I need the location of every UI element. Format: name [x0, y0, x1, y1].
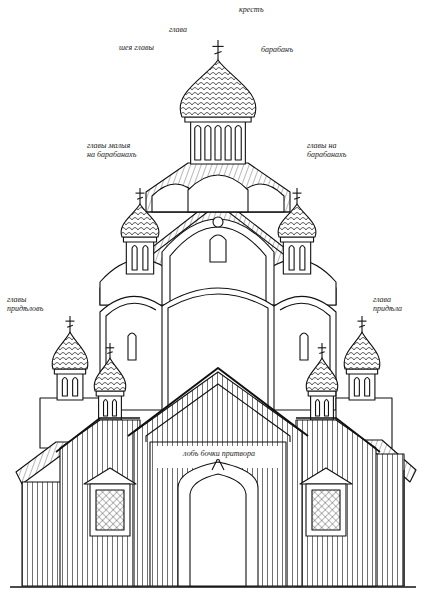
cross — [296, 188, 297, 204]
onion-dome — [306, 358, 338, 391]
drum-base-tier — [146, 163, 290, 212]
onion-dome — [344, 332, 380, 369]
cross-bar — [212, 46, 223, 47]
onion-dome — [94, 358, 126, 391]
dome-drum — [57, 372, 83, 400]
annotation: шея главы — [118, 44, 172, 53]
cross-bar — [137, 197, 143, 199]
dome-ring — [54, 369, 85, 374]
annotation: барабанъ — [260, 46, 310, 55]
cross-bar — [358, 321, 367, 322]
annotation: крестъ — [238, 6, 286, 15]
drum-window — [112, 400, 116, 417]
onion-dome — [278, 204, 316, 237]
cross — [69, 316, 70, 332]
drum-window — [235, 126, 241, 161]
cross — [139, 188, 140, 204]
cross-bar — [293, 193, 302, 194]
annotation: главы придѣловъ — [6, 296, 62, 314]
cross — [217, 40, 218, 60]
cross-bar — [136, 193, 145, 194]
drum-window — [132, 246, 137, 271]
drum-window — [215, 126, 221, 161]
cross-bar — [106, 347, 114, 348]
dome-ring — [280, 237, 313, 242]
main-dome — [180, 40, 256, 164]
drum-window — [205, 126, 211, 161]
drum-window — [365, 378, 370, 397]
drum-window — [143, 246, 148, 271]
onion-dome — [52, 332, 88, 369]
onion-dome — [121, 204, 159, 237]
cross-bar — [107, 352, 112, 354]
drum-window — [324, 400, 328, 417]
cross-bar — [214, 52, 221, 54]
dome-ring — [123, 237, 156, 242]
onion-dome — [180, 60, 256, 117]
dome-drum — [99, 394, 122, 420]
dome-drum — [349, 372, 375, 400]
cross-bar — [66, 321, 75, 322]
dome-ring — [96, 391, 124, 396]
annotation: главы на барабанахъ — [306, 142, 360, 160]
annotation: глава придѣла — [372, 296, 422, 314]
drum-window — [104, 400, 108, 417]
drum-window — [225, 126, 231, 161]
ground-line — [10, 586, 416, 587]
dome-drum — [191, 120, 246, 164]
dome-ring — [185, 117, 251, 122]
narthex — [128, 368, 308, 586]
cross-bar — [67, 325, 73, 327]
small-domes — [121, 188, 316, 274]
dome-drum — [126, 240, 153, 274]
drum-window — [195, 126, 201, 161]
windows — [84, 468, 352, 536]
annotation: лобъ бочки притвора — [160, 450, 278, 459]
dome-drum — [283, 240, 310, 274]
cross — [321, 343, 322, 358]
drum-window — [354, 378, 359, 397]
drum-window — [300, 246, 305, 271]
annotation: глава — [168, 26, 204, 35]
dome-ring — [308, 391, 336, 396]
cross — [361, 316, 362, 332]
drum-window — [73, 378, 78, 397]
cross-bar — [318, 347, 326, 348]
dome-ring — [346, 369, 377, 374]
drum-window — [62, 378, 67, 397]
drum-window — [316, 400, 320, 417]
cross — [109, 343, 110, 358]
drum-window — [289, 246, 294, 271]
cross-bar — [319, 352, 324, 354]
cross-bar — [359, 325, 365, 327]
dome-drum — [311, 394, 334, 420]
annotation: главы малыя на барабанахъ — [86, 142, 140, 160]
cross-bar — [294, 197, 300, 199]
